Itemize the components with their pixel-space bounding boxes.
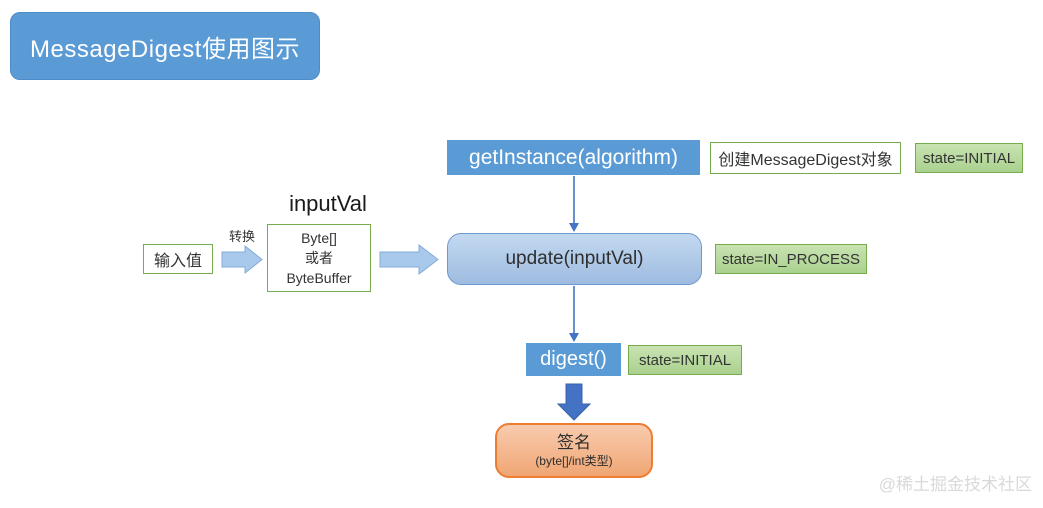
juejin-watermark: @稀土掘金技术社区 [878, 474, 1032, 494]
byte-buffer-line: ByteBuffer [286, 270, 352, 287]
diagram-title: MessageDigest使用图示 [10, 12, 320, 80]
convert-label: 转换 [228, 228, 255, 244]
signature-type-label: (byte[]/int类型) [535, 453, 613, 468]
state-badge-initial-bottom: state=INITIAL [628, 345, 742, 375]
input-value-node: 输入值 [143, 244, 213, 274]
signature-result-node: 签名 (byte[]/int类型) [495, 423, 653, 478]
byte-buffer-line: Byte[] [301, 229, 337, 246]
convert-right-arrow-icon [221, 244, 263, 275]
create-messagedigest-note: 创建MessageDigest对象 [710, 142, 901, 174]
digest-to-result-down-arrow-icon [556, 383, 592, 421]
update-node: update(inputVal) [447, 233, 702, 285]
state-badge-initial-top: state=INITIAL [915, 143, 1023, 173]
state-badge-in-process: state=IN_PROCESS [715, 244, 867, 274]
to-update-right-arrow-icon [379, 243, 439, 276]
connector-getinstance-to-update-arrow-icon [569, 176, 579, 232]
signature-label: 签名 [557, 433, 591, 453]
connector-update-to-digest-arrow-icon [569, 286, 579, 342]
getinstance-node: getInstance(algorithm) [447, 140, 700, 175]
inputval-label: inputVal [289, 191, 367, 216]
byte-buffer-node: Byte[] 或者 ByteBuffer [267, 224, 371, 292]
digest-node: digest() [526, 343, 621, 376]
byte-buffer-line: 或者 [305, 249, 333, 266]
